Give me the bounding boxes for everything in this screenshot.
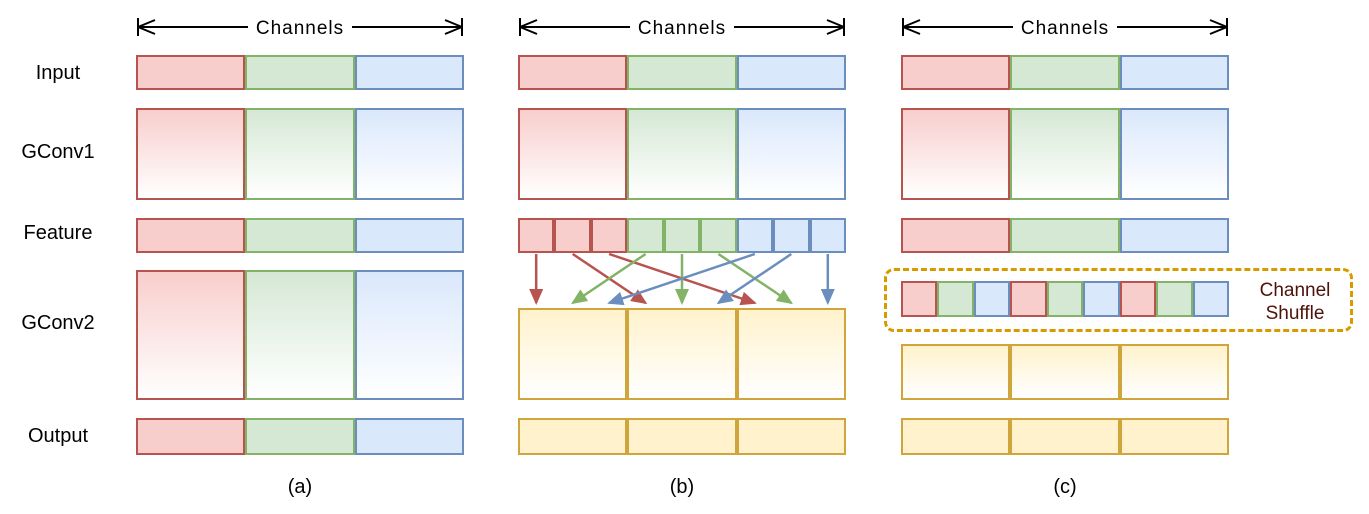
channel-segment-red — [901, 55, 1011, 90]
channel-segment-green — [245, 270, 355, 400]
channel-segment-green — [245, 108, 355, 200]
channels-arrow-icon: Channels — [519, 15, 845, 39]
channel-segment-blue — [1119, 218, 1229, 253]
channel-segment-blue — [354, 108, 464, 200]
gconv1-row — [518, 108, 846, 200]
channel-segment-green — [1010, 55, 1120, 90]
channel-segment-green — [245, 218, 355, 253]
input-row — [136, 55, 464, 90]
output-row — [518, 418, 846, 455]
gconv1-row — [136, 108, 464, 200]
output-row — [901, 418, 1229, 455]
gconv2-row — [518, 308, 846, 400]
channels-arrow-icon: Channels — [137, 15, 463, 39]
channels-label: Channels — [256, 18, 344, 39]
feature-row — [136, 218, 464, 253]
input-row — [518, 55, 846, 90]
channel-segment-yellow — [1119, 418, 1229, 455]
channel-segment-yellow — [736, 308, 846, 400]
channel-segment-blue — [1119, 108, 1229, 200]
channels-label: Channels — [638, 18, 726, 39]
channel-segment-green — [1010, 218, 1120, 253]
channel-segment-blue — [1083, 281, 1120, 317]
input-row — [901, 55, 1229, 90]
channel-segment-green — [627, 55, 737, 90]
feature-row-split — [518, 218, 846, 253]
panel-a: Channels (a) — [136, 0, 464, 514]
channel-segment-red — [136, 218, 246, 253]
channel-segment-red — [1119, 281, 1157, 317]
panel-b: Channels (b) — [518, 0, 846, 514]
channel-segment-green — [1010, 108, 1120, 200]
channel-shuffle-label: Channel Shuffle — [1259, 280, 1331, 324]
channel-segment-yellow — [736, 418, 846, 455]
channel-segment-blue — [354, 55, 464, 90]
output-row — [136, 418, 464, 455]
channel-segment-yellow — [627, 308, 737, 400]
channel-segment-green — [245, 55, 355, 90]
shuffle-arrow-green — [571, 253, 647, 305]
channel-segment-green — [1046, 281, 1084, 317]
channel-segment-yellow — [1010, 418, 1120, 455]
channel-segment-green — [627, 218, 664, 253]
channels-label: Channels — [1021, 18, 1109, 39]
channel-segment-green — [1156, 281, 1193, 317]
channels-arrow-icon: Channels — [902, 15, 1228, 39]
channel-segment-green — [627, 108, 737, 200]
caption-c: (c) — [1053, 476, 1077, 498]
panel-c: Channels Channel Shuffle (c) — [884, 0, 1353, 514]
channel-segment-blue — [973, 281, 1011, 317]
gconv2-row — [136, 270, 464, 400]
channel-segment-green — [937, 281, 974, 317]
channel-segment-red — [901, 218, 1011, 253]
row-label-gconv2: GConv2 — [21, 312, 95, 334]
channel-segment-red — [590, 218, 628, 253]
channel-segment-red — [901, 281, 938, 317]
channel-segment-red — [554, 218, 591, 253]
channel-segment-blue — [736, 55, 846, 90]
channel-segment-yellow — [1119, 344, 1229, 400]
channel-segment-red — [518, 218, 555, 253]
channel-segment-yellow — [1010, 344, 1120, 400]
channel-segment-red — [518, 55, 628, 90]
shuffle-arrow-blue — [607, 253, 756, 306]
feature-row — [901, 218, 1229, 253]
channel-segment-red — [136, 55, 246, 90]
shuffle-arrow-blue — [716, 253, 792, 305]
channel-segment-blue — [736, 108, 846, 200]
channel-segment-green — [663, 218, 701, 253]
channel-segment-blue — [354, 270, 464, 400]
row-label-output: Output — [27, 425, 89, 447]
channel-segment-red — [1010, 281, 1047, 317]
channel-segment-blue — [354, 418, 464, 455]
channel-segment-blue — [1192, 281, 1229, 317]
gconv1-row — [901, 108, 1229, 200]
channel-segment-green — [245, 418, 355, 455]
gconv2-row — [901, 344, 1229, 400]
caption-b: (b) — [669, 476, 695, 498]
channel-segment-blue — [773, 218, 810, 253]
caption-a: (a) — [287, 476, 313, 498]
channel-segment-red — [136, 108, 246, 200]
channel-segment-red — [136, 270, 246, 400]
channel-segment-yellow — [518, 418, 628, 455]
channel-shuffle-box: Channel Shuffle — [884, 268, 1353, 332]
shuffled-channels-row — [901, 281, 1229, 317]
row-label-gconv1: GConv1 — [21, 141, 95, 163]
channel-segment-blue — [1119, 55, 1229, 90]
row-label-feature: Feature — [23, 222, 93, 244]
channel-segment-green — [700, 218, 737, 253]
channel-segment-yellow — [901, 418, 1011, 455]
channel-segment-red — [518, 108, 628, 200]
channel-segment-red — [901, 108, 1011, 200]
shuffle-arrows — [529, 253, 835, 306]
channel-segment-yellow — [901, 344, 1011, 400]
channel-segment-red — [136, 418, 246, 455]
row-label-input: Input — [35, 62, 81, 84]
channel-segment-blue — [809, 218, 846, 253]
channel-segment-blue — [354, 218, 464, 253]
channel-segment-blue — [736, 218, 774, 253]
channel-segment-yellow — [627, 418, 737, 455]
channel-segment-yellow — [518, 308, 628, 400]
